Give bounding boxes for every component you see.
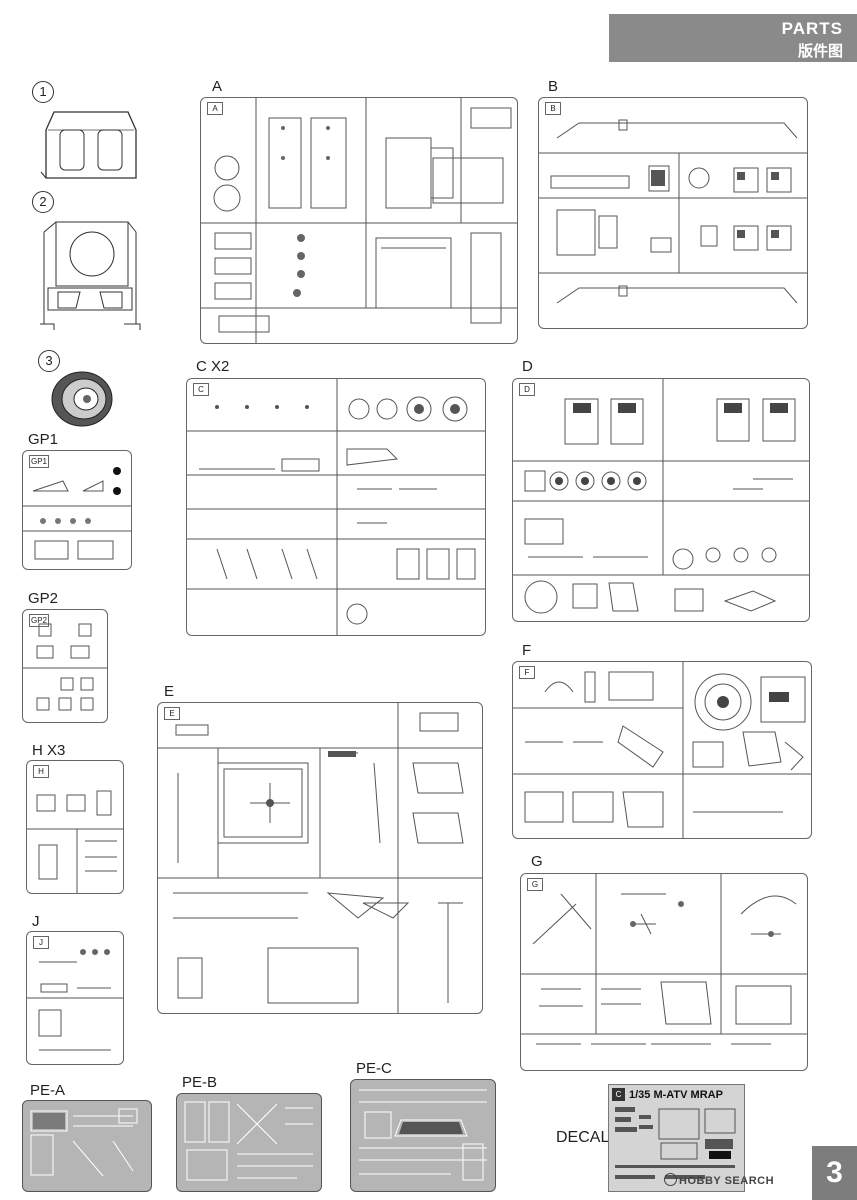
sprue-f-parts [513, 662, 811, 838]
sprue-h-parts [27, 790, 123, 893]
sprue-a-label: A [212, 78, 223, 95]
part-number-1: 1 [32, 81, 54, 103]
sprue-c-parts [187, 379, 485, 635]
sprue-d-parts [513, 379, 809, 614]
sprue-b-tag: B [545, 102, 561, 115]
part-number-2: 2 [32, 191, 54, 213]
sprue-c: C [186, 378, 486, 636]
pe-c-parts [359, 1089, 487, 1181]
sprue-g: G [520, 873, 808, 1071]
part-number-3: 3 [38, 350, 60, 372]
part-2-cabin-drawing [40, 221, 141, 330]
pe-b-fret [176, 1093, 322, 1192]
sprue-j-tag: J [33, 936, 49, 949]
sprue-e-label: E [164, 683, 175, 700]
decal-sheet: C 1/35 M-ATV MRAP [608, 1084, 745, 1192]
sprue-gp1-parts [23, 467, 131, 560]
header-title-en: PARTS [781, 19, 843, 38]
sprue-j-parts [27, 949, 123, 1051]
sprue-e: E [157, 702, 483, 1014]
pe-a-label: PE-A [30, 1082, 66, 1099]
sprue-g-parts [521, 874, 807, 1045]
sprue-a: A [200, 97, 518, 344]
sprue-b-parts [539, 119, 807, 304]
page-number: 3 [812, 1146, 857, 1200]
decal-label: DECAL [556, 1129, 610, 1146]
decal-markings [615, 1107, 736, 1179]
sprue-h-tag: H [33, 765, 49, 778]
sprue-h: H [26, 760, 124, 894]
sprue-d-label: D [522, 358, 533, 375]
sprue-d-tag: D [519, 383, 535, 396]
sprue-gp1-label: GP1 [28, 431, 59, 448]
sprue-d: D [512, 378, 810, 622]
sprue-h-label: H X3 [32, 742, 66, 759]
pe-b-parts [184, 1101, 313, 1181]
sprue-g-tag: G [527, 878, 543, 891]
sprue-e-parts [158, 703, 482, 1013]
header-title-cn: 版件图 [797, 42, 843, 60]
sprue-f: F [512, 661, 812, 839]
sprue-gp2-parts [23, 623, 107, 711]
sprue-b-label: B [548, 78, 559, 95]
sprue-c-label: C X2 [196, 358, 230, 375]
sprue-j: J [26, 931, 124, 1065]
sprue-f-tag: F [519, 666, 535, 679]
pe-c-label: PE-C [356, 1060, 392, 1077]
pe-b-label: PE-B [182, 1074, 218, 1091]
sprue-a-parts [201, 98, 517, 343]
sprue-gp1: GP1 [22, 450, 132, 570]
sprue-gp2-label: GP2 [28, 590, 59, 607]
part-1-roof-drawing [40, 111, 137, 179]
sprue-j-label: J [32, 913, 40, 930]
sprue-gp2: GP2 [22, 609, 108, 723]
watermark: HOBBY SEARCH [664, 1173, 774, 1187]
sprue-f-label: F [522, 642, 532, 659]
decal-sheet-title: 1/35 M-ATV MRAP [629, 1089, 723, 1101]
pe-c-fret [350, 1079, 496, 1192]
pe-a-fret [22, 1100, 152, 1192]
sprue-gp1-tag: GP1 [29, 455, 49, 468]
page-header: PARTS 版件图 [609, 14, 857, 62]
sprue-g-label: G [531, 853, 543, 870]
watermark-text: HOBBY SEARCH [679, 1175, 775, 1187]
watermark-logo-icon [664, 1173, 677, 1186]
decal-brand-logo: C [612, 1088, 625, 1101]
part-3-tire-drawing [51, 371, 113, 427]
sprue-e-tag: E [164, 707, 180, 720]
sprue-a-tag: A [207, 102, 223, 115]
sprue-b: B [538, 97, 808, 329]
sprue-c-tag: C [193, 383, 209, 396]
pe-a-parts [30, 1108, 138, 1177]
